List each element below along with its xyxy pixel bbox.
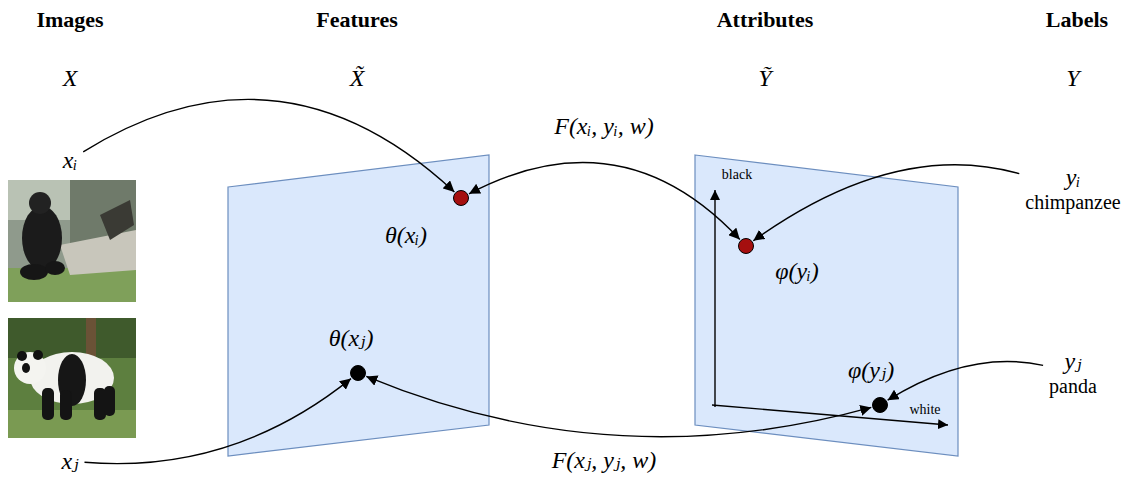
symbol-label: yⱼ	[1049, 347, 1097, 375]
mapping-arrow	[83, 99, 454, 192]
black-axis	[714, 190, 715, 407]
attribute-plane	[695, 155, 958, 456]
mapping-arrow	[469, 163, 740, 240]
label-node: xᵢ	[59, 145, 81, 176]
mapping-arrow	[753, 165, 1019, 241]
space-symbol: X̃	[350, 65, 365, 92]
space-symbol: X	[63, 65, 78, 92]
feature-plane	[228, 155, 489, 456]
compatibility-function: F(xⱼ, yⱼ, w)	[549, 446, 660, 474]
embedding-label: φ(yᵢ)	[775, 258, 819, 285]
mapping-arrow	[85, 379, 352, 464]
space-symbol: Ỹ	[758, 65, 771, 92]
label-node: yⱼpanda	[1045, 345, 1101, 400]
panda-photo	[8, 318, 136, 438]
label-node: xⱼ	[58, 445, 83, 477]
column-heading: Labels	[1046, 7, 1108, 33]
embedding-dot: θ(xⱼ)	[350, 365, 366, 381]
mapping-arrow	[366, 376, 871, 436]
embedding-dot: θ(xᵢ)	[453, 190, 469, 206]
symbol-label: yᵢ	[1025, 164, 1121, 191]
embedding-label: θ(xⱼ)	[329, 324, 374, 352]
symbol-label: xᵢ	[63, 147, 77, 174]
column-heading: Features	[316, 7, 397, 33]
axis-label: white	[909, 402, 940, 418]
column-heading: Attributes	[717, 7, 814, 33]
space-symbol: Y	[1066, 65, 1079, 92]
compatibility-function: F(xᵢ, yᵢ, w)	[551, 113, 657, 140]
column-heading: Images	[36, 7, 103, 33]
label-node: yᵢchimpanzee	[1021, 162, 1125, 216]
mapping-arrow	[888, 361, 1044, 400]
class-name: chimpanzee	[1025, 191, 1121, 214]
symbol-label: xⱼ	[62, 447, 79, 475]
class-name: panda	[1049, 375, 1097, 398]
embedding-label: θ(xᵢ)	[385, 222, 427, 249]
embedding-dot: φ(yᵢ)	[738, 238, 754, 254]
embedding-label: φ(yⱼ)	[848, 356, 894, 384]
chimpanzee-photo	[8, 180, 136, 302]
embedding-dot: φ(yⱼ)	[872, 397, 888, 413]
axis-label: black	[722, 167, 752, 183]
